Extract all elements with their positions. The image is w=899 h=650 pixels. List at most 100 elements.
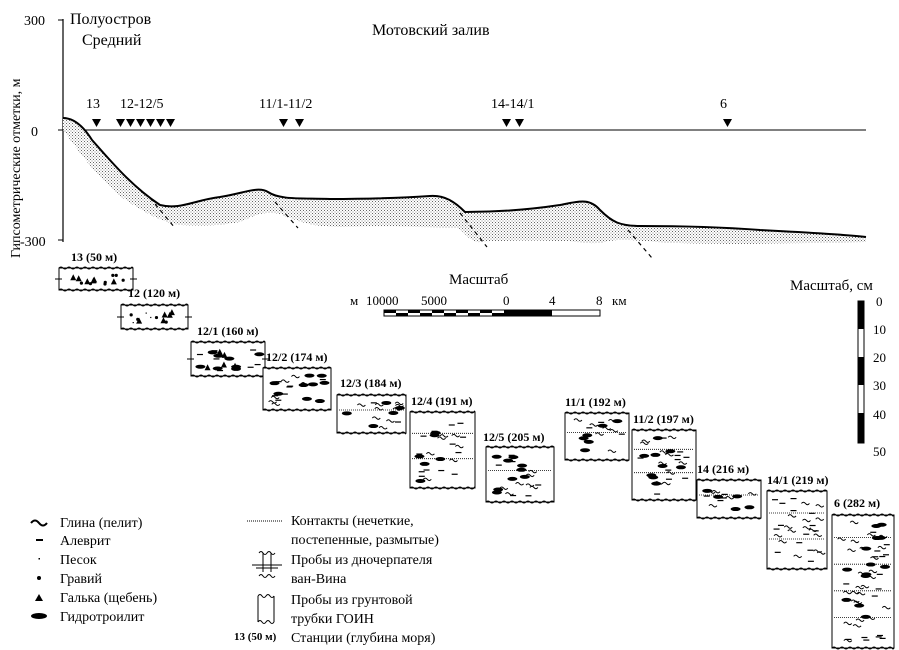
svg-text:Гидротроилит: Гидротроилит bbox=[60, 610, 144, 625]
legend-item-pebble: Галька (щебень) bbox=[35, 591, 157, 606]
core-box bbox=[58, 267, 134, 291]
hydrotroilite-mark bbox=[583, 439, 594, 444]
clay-mark bbox=[850, 539, 860, 544]
wavy-top bbox=[485, 445, 555, 449]
hydrotroilite-mark bbox=[875, 535, 886, 540]
hydrotroilite-mark bbox=[304, 373, 315, 378]
depth-scale-title: Масштаб, см bbox=[790, 278, 873, 294]
station-label: 14 (216 м) bbox=[697, 462, 749, 476]
station-column: 11/2 (197 м) bbox=[631, 412, 697, 502]
hydrotroilite-mark bbox=[381, 400, 392, 405]
clay-mark bbox=[706, 490, 716, 494]
clay-mark bbox=[843, 638, 853, 643]
hydrotroilite-mark bbox=[254, 352, 265, 357]
clay-mark bbox=[271, 402, 281, 406]
clay-mark bbox=[747, 492, 757, 496]
station-column: 12/3 (184 м) bbox=[336, 376, 407, 435]
clay-mark bbox=[708, 503, 718, 508]
clay-mark bbox=[659, 450, 669, 454]
wavy-bottom bbox=[766, 567, 828, 571]
clay-mark bbox=[666, 471, 676, 475]
hydrotroilite-mark bbox=[308, 382, 319, 387]
distance-scale: Масштаб м 10000 5000 0 4 8 км bbox=[350, 272, 627, 317]
distance-scale-unit-km: км bbox=[612, 293, 627, 308]
gravel-mark bbox=[121, 278, 125, 282]
marker-label-13: 13 bbox=[86, 97, 100, 112]
depth-scale-tick: 30 bbox=[873, 378, 886, 393]
depth-scale: Масштаб, см 0 10 20 30 40 50 bbox=[790, 278, 886, 459]
wavy-top bbox=[831, 513, 895, 517]
clay-mark bbox=[378, 426, 388, 430]
distance-scale-title: Масштаб bbox=[449, 272, 509, 288]
sand-mark bbox=[145, 312, 147, 314]
legend-item-core: Пробы из грунтовой трубки ГОИН bbox=[257, 593, 413, 627]
pebble-mark bbox=[75, 275, 82, 282]
hydrotroilite-mark bbox=[744, 505, 755, 510]
hydrotroilite-mark bbox=[612, 419, 623, 424]
hydrotroilite-mark bbox=[865, 562, 876, 567]
marker-triangle bbox=[126, 119, 135, 127]
wavy-top bbox=[766, 489, 828, 493]
station-column: 12 (120 м) bbox=[117, 286, 192, 331]
station-label: 12/2 (174 м) bbox=[266, 350, 328, 364]
hydrotroilite-mark bbox=[231, 366, 242, 371]
wavy-top bbox=[409, 410, 476, 414]
hydrotroilite-mark bbox=[213, 353, 224, 358]
clay-mark bbox=[870, 556, 879, 560]
core-box bbox=[409, 411, 476, 489]
station-column: 12/1 (160 м) bbox=[187, 324, 269, 378]
hydrotroilite-mark bbox=[491, 490, 502, 495]
marker-triangle bbox=[279, 119, 288, 127]
clay-icon bbox=[30, 519, 48, 527]
y-axis-label: Гипсометрические отметки, м bbox=[9, 78, 24, 258]
hydrotroilite-mark bbox=[368, 424, 379, 429]
clay-mark bbox=[525, 473, 535, 478]
clay-mark bbox=[658, 461, 667, 466]
svg-text:Галька (щебень): Галька (щебень) bbox=[60, 591, 157, 606]
hydrotroilite-mark bbox=[879, 564, 890, 569]
marker-triangle bbox=[166, 119, 175, 127]
station-column: 12/4 (191 м) bbox=[409, 394, 476, 490]
y-tick-minus-300: -300 bbox=[20, 235, 46, 250]
marker-label-12: 12-12/5 bbox=[120, 97, 164, 112]
gravel-mark bbox=[88, 282, 93, 286]
marker-triangle bbox=[136, 119, 145, 127]
clay-mark bbox=[291, 374, 300, 379]
clay-mark bbox=[641, 439, 651, 443]
sediment-layer bbox=[63, 118, 866, 244]
hydrotroilite-mark bbox=[861, 572, 872, 577]
clay-mark bbox=[866, 533, 876, 537]
wavy-bottom bbox=[58, 288, 134, 292]
marker-triangle bbox=[92, 119, 101, 127]
clay-mark bbox=[793, 554, 803, 559]
wavy-bottom bbox=[696, 516, 762, 520]
svg-text:Станции (глубина моря): Станции (глубина моря) bbox=[291, 631, 436, 646]
station-label: 12/4 (191 м) bbox=[411, 394, 473, 408]
clay-mark bbox=[439, 434, 449, 438]
hydrotroilite-mark bbox=[419, 461, 430, 466]
hydrotroilite-mark bbox=[519, 474, 530, 479]
station-column: 12/2 (174 м) bbox=[262, 350, 332, 412]
clay-mark bbox=[813, 533, 823, 538]
station-label: 12/1 (160 м) bbox=[197, 324, 259, 338]
wavy-bottom bbox=[336, 431, 407, 435]
wavy-top bbox=[120, 303, 189, 307]
depth-scale-tick: 0 bbox=[876, 294, 883, 309]
clay-mark bbox=[859, 546, 869, 551]
wavy-bottom bbox=[120, 327, 189, 331]
clay-mark bbox=[280, 379, 290, 383]
legend-item-hydrotroilite: Гидротроилит bbox=[31, 610, 144, 625]
station-markers bbox=[92, 119, 732, 127]
station-column: 14/1 (219 м) bbox=[766, 473, 829, 571]
legend-item-clay: Глина (пелит) bbox=[30, 516, 143, 531]
clay-mark bbox=[783, 525, 793, 529]
clay-mark bbox=[787, 514, 797, 518]
distance-scale-tick: 8 bbox=[596, 293, 603, 308]
svg-text:Пробы из грунтовой: Пробы из грунтовой bbox=[291, 593, 413, 608]
distance-scale-tick: 5000 bbox=[421, 293, 447, 308]
legend-item-grab: Пробы из дночерпателя ван-Вина bbox=[252, 551, 433, 587]
peninsula-label-line2: Средний bbox=[82, 32, 142, 49]
clay-mark bbox=[386, 419, 395, 423]
station-example-label: 13 (50 м) bbox=[234, 631, 277, 643]
hydrotroilite-mark bbox=[861, 546, 872, 551]
